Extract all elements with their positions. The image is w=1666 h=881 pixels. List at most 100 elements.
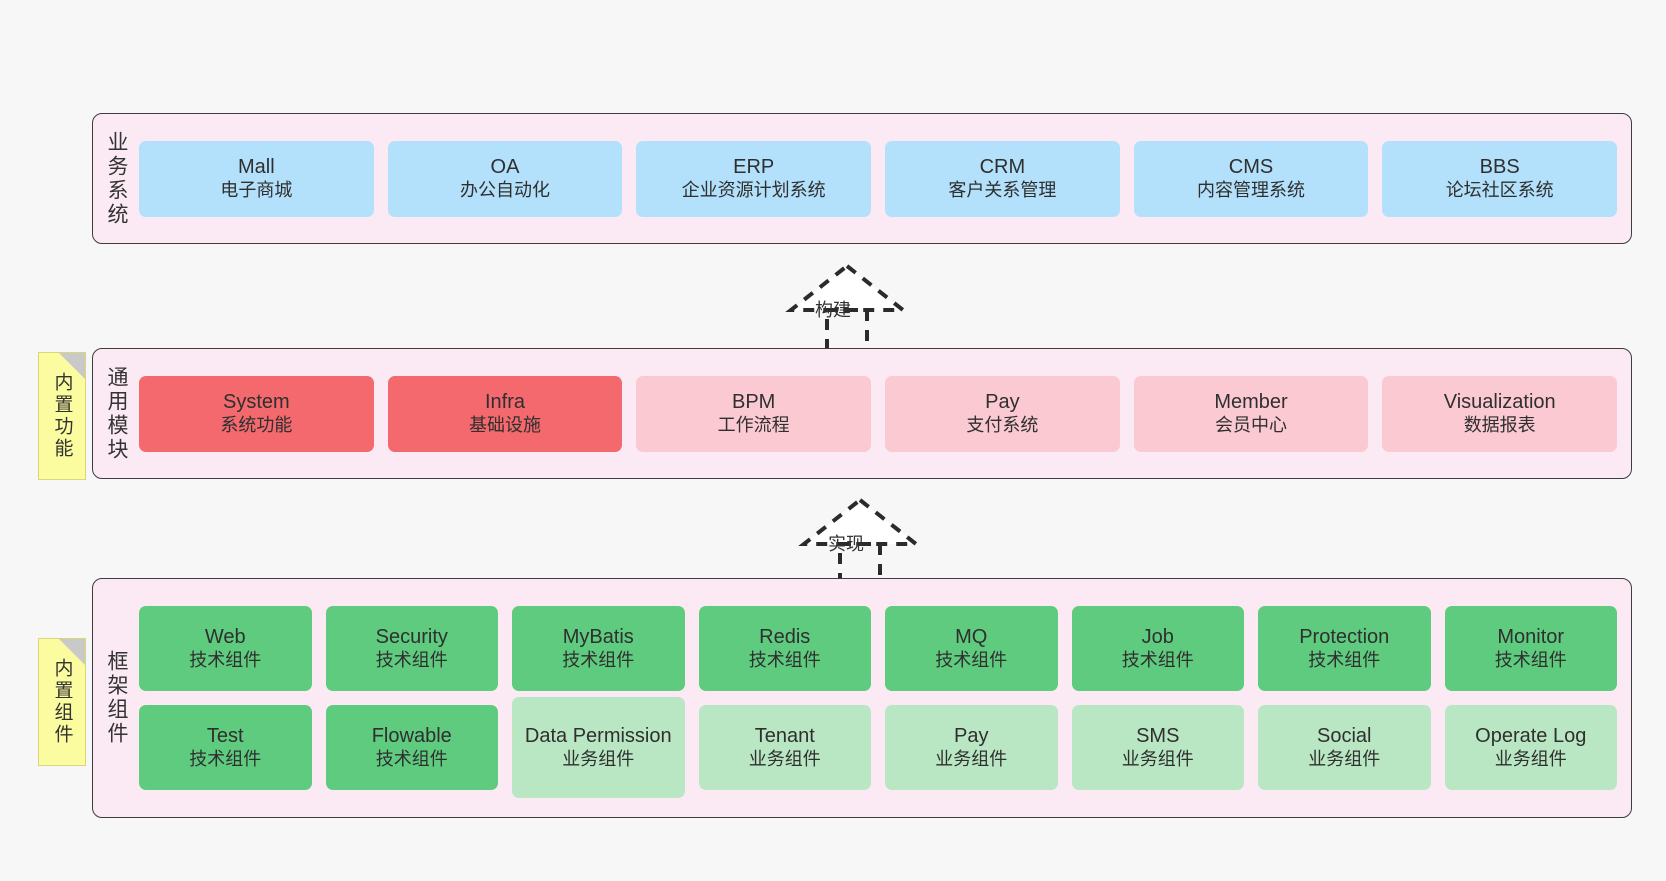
node-social[interactable]: Social 业务组件 <box>1258 705 1431 790</box>
sticky-note-builtin-components: 内置组件 <box>38 638 86 766</box>
node-row: System 系统功能 Infra 基础设施 BPM 工作流程 Pay 支付系统… <box>139 375 1618 452</box>
node-title: Web <box>204 626 246 649</box>
node-infra[interactable]: Infra 基础设施 <box>387 375 623 452</box>
node-title: Security <box>375 626 448 649</box>
folded-corner-icon <box>59 639 85 665</box>
node-subtitle: 数据报表 <box>1463 414 1536 435</box>
node-flowable[interactable]: Flowable 技术组件 <box>325 705 498 790</box>
layer-framework-components: 框架组件 Web 技术组件 Security 技术组件 MyBatis 技术组件… <box>92 578 1632 818</box>
node-subtitle: 技术组件 <box>748 649 821 670</box>
node-subtitle: 技术组件 <box>375 649 448 670</box>
node-subtitle: 技术组件 <box>562 649 635 670</box>
node-mq[interactable]: MQ 技术组件 <box>885 606 1058 691</box>
node-title: Member <box>1214 391 1288 414</box>
node-subtitle: 系统功能 <box>220 414 293 435</box>
connector-build: 构建 <box>755 258 940 353</box>
folded-corner-icon <box>59 353 85 379</box>
node-title: System <box>222 391 290 414</box>
node-subtitle: 业务组件 <box>748 748 821 769</box>
node-sms[interactable]: SMS 业务组件 <box>1071 705 1244 790</box>
node-oa[interactable]: OA 办公自动化 <box>387 140 623 217</box>
node-title: Monitor <box>1497 626 1565 649</box>
layer-caption-business-systems: 业务系统 <box>105 130 129 227</box>
node-subtitle: 技术组件 <box>1121 649 1194 670</box>
node-title: Operate Log <box>1475 725 1587 748</box>
node-redis[interactable]: Redis 技术组件 <box>698 606 871 691</box>
node-subtitle: 技术组件 <box>1308 649 1381 670</box>
node-title: BBS <box>1479 156 1520 179</box>
layer-common-modules: 通用模块 System 系统功能 Infra 基础设施 BPM 工作流程 Pay… <box>92 348 1632 479</box>
node-tenant[interactable]: Tenant 业务组件 <box>698 705 871 790</box>
node-data-permission[interactable]: Data Permission 业务组件 <box>512 697 685 798</box>
node-row: Web 技术组件 Security 技术组件 MyBatis 技术组件 Redi… <box>139 606 1617 691</box>
node-subtitle: 技术组件 <box>935 649 1008 670</box>
node-title: Tenant <box>754 725 815 748</box>
node-title: Data Permission <box>524 725 672 748</box>
sticky-note-label: 内置组件 <box>51 658 73 746</box>
node-subtitle: 业务组件 <box>1121 748 1194 769</box>
node-test[interactable]: Test 技术组件 <box>139 705 312 790</box>
node-subtitle: 技术组件 <box>189 649 262 670</box>
node-subtitle: 业务组件 <box>1494 748 1567 769</box>
layer-caption-framework-components: 框架组件 <box>105 650 129 746</box>
node-title: Pay <box>985 391 1020 414</box>
node-system[interactable]: System 系统功能 <box>139 375 374 452</box>
connector-implement: 实现 <box>768 492 953 587</box>
node-visualization[interactable]: Visualization 数据报表 <box>1382 375 1618 452</box>
node-subtitle: 会员中心 <box>1215 414 1288 435</box>
node-row: Mall 电子商城 OA 办公自动化 ERP 企业资源计划系统 CRM 客户关系… <box>139 140 1618 217</box>
node-mall[interactable]: Mall 电子商城 <box>139 140 374 217</box>
node-title: Pay <box>954 725 989 748</box>
layer-body-business-systems: Mall 电子商城 OA 办公自动化 ERP 企业资源计划系统 CRM 客户关系… <box>139 114 1631 243</box>
node-title: Job <box>1141 626 1174 649</box>
node-mybatis[interactable]: MyBatis 技术组件 <box>512 606 685 691</box>
node-title: Flowable <box>371 725 452 748</box>
node-job[interactable]: Job 技术组件 <box>1071 606 1244 691</box>
node-crm[interactable]: CRM 客户关系管理 <box>885 140 1120 217</box>
connector-label: 构建 <box>815 300 851 320</box>
node-erp[interactable]: ERP 企业资源计划系统 <box>636 140 872 217</box>
node-monitor[interactable]: Monitor 技术组件 <box>1444 606 1617 691</box>
node-web[interactable]: Web 技术组件 <box>139 606 312 691</box>
node-bpm[interactable]: BPM 工作流程 <box>636 375 872 452</box>
node-subtitle: 技术组件 <box>1494 649 1567 670</box>
node-title: MyBatis <box>562 626 634 649</box>
node-title: SMS <box>1136 725 1180 748</box>
node-title: Test <box>206 725 244 748</box>
node-title: Mall <box>238 156 275 179</box>
node-subtitle: 办公自动化 <box>460 179 550 200</box>
sticky-note-builtin-functions: 内置功能 <box>38 352 86 480</box>
node-subtitle: 支付系统 <box>966 414 1039 435</box>
node-subtitle: 技术组件 <box>189 748 262 769</box>
sticky-note-label: 内置功能 <box>51 372 73 460</box>
node-pay-module[interactable]: Pay 支付系统 <box>885 375 1120 452</box>
node-bbs[interactable]: BBS 论坛社区系统 <box>1382 140 1618 217</box>
layer-body-framework-components: Web 技术组件 Security 技术组件 MyBatis 技术组件 Redi… <box>139 579 1631 817</box>
node-title: Infra <box>484 391 526 414</box>
node-subtitle: 工作流程 <box>717 414 790 435</box>
node-subtitle: 客户关系管理 <box>948 179 1057 200</box>
layer-body-common-modules: System 系统功能 Infra 基础设施 BPM 工作流程 Pay 支付系统… <box>139 349 1631 478</box>
node-title: Visualization <box>1443 391 1556 414</box>
node-subtitle: 业务组件 <box>562 748 635 769</box>
node-pay-component[interactable]: Pay 业务组件 <box>885 705 1058 790</box>
node-title: Social <box>1317 725 1372 748</box>
node-title: OA <box>490 156 520 179</box>
node-row: Test 技术组件 Flowable 技术组件 Data Permission … <box>139 697 1617 798</box>
node-protection[interactable]: Protection 技术组件 <box>1258 606 1431 691</box>
node-title: CRM <box>979 156 1026 179</box>
layer-business-systems: 业务系统 Mall 电子商城 OA 办公自动化 ERP 企业资源计划系统 CRM… <box>92 113 1632 244</box>
node-security[interactable]: Security 技术组件 <box>325 606 498 691</box>
node-operate-log[interactable]: Operate Log 业务组件 <box>1444 705 1617 790</box>
node-title: CMS <box>1228 156 1274 179</box>
node-subtitle: 内容管理系统 <box>1197 179 1306 200</box>
node-subtitle: 业务组件 <box>1308 748 1381 769</box>
node-subtitle: 电子商城 <box>220 179 293 200</box>
layer-caption-common-modules: 通用模块 <box>105 365 129 462</box>
node-cms[interactable]: CMS 内容管理系统 <box>1133 140 1369 217</box>
connector-label: 实现 <box>828 534 864 554</box>
node-title: ERP <box>733 156 775 179</box>
node-title: MQ <box>955 626 988 649</box>
node-member[interactable]: Member 会员中心 <box>1133 375 1369 452</box>
